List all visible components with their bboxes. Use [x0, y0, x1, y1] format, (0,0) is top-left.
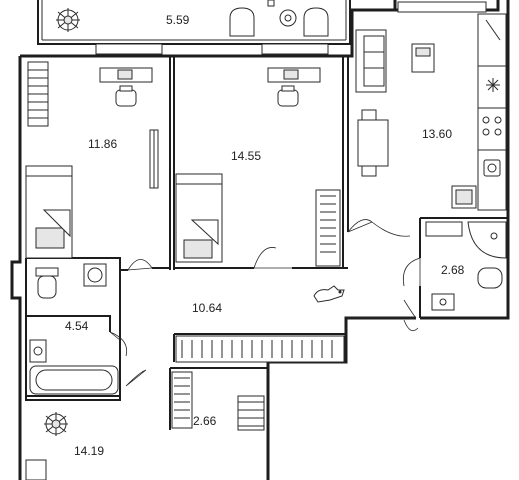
area-label-shower-room: 2.68: [441, 263, 465, 277]
plant-icon: [56, 8, 80, 32]
area-label-bedroom-3: 14.19: [74, 444, 104, 458]
area-labels: 5.59 11.86 14.55 13.60 2.68 10.64 4.54 2…: [65, 13, 465, 458]
bedroom-1-furniture: [25, 67, 159, 259]
bedroom-2-furniture: [175, 67, 341, 267]
windows: [27, 1, 487, 127]
area-label-bedroom-2: 14.55: [231, 149, 261, 163]
bedroom-3-furniture: [25, 412, 68, 480]
plant-icon: [44, 412, 68, 436]
shower-fixtures: [425, 221, 507, 311]
area-label-bedroom-1: 11.86: [88, 137, 117, 151]
walls: [10, 0, 510, 480]
storage-features: [171, 371, 265, 431]
hallway-features: [175, 285, 345, 363]
balcony-furniture: [56, 0, 329, 37]
area-label-bathroom: 4.54: [65, 319, 89, 333]
area-label-storage: 2.66: [193, 414, 217, 428]
area-label-kitchen-living: 13.60: [422, 127, 452, 141]
area-label-balcony: 5.59: [166, 13, 190, 27]
dog-icon: [313, 285, 345, 303]
area-label-hallway: 10.64: [192, 301, 222, 315]
kitchen-furniture: [355, 13, 507, 211]
doors: [109, 219, 421, 387]
bathroom-fixtures: [29, 263, 119, 395]
